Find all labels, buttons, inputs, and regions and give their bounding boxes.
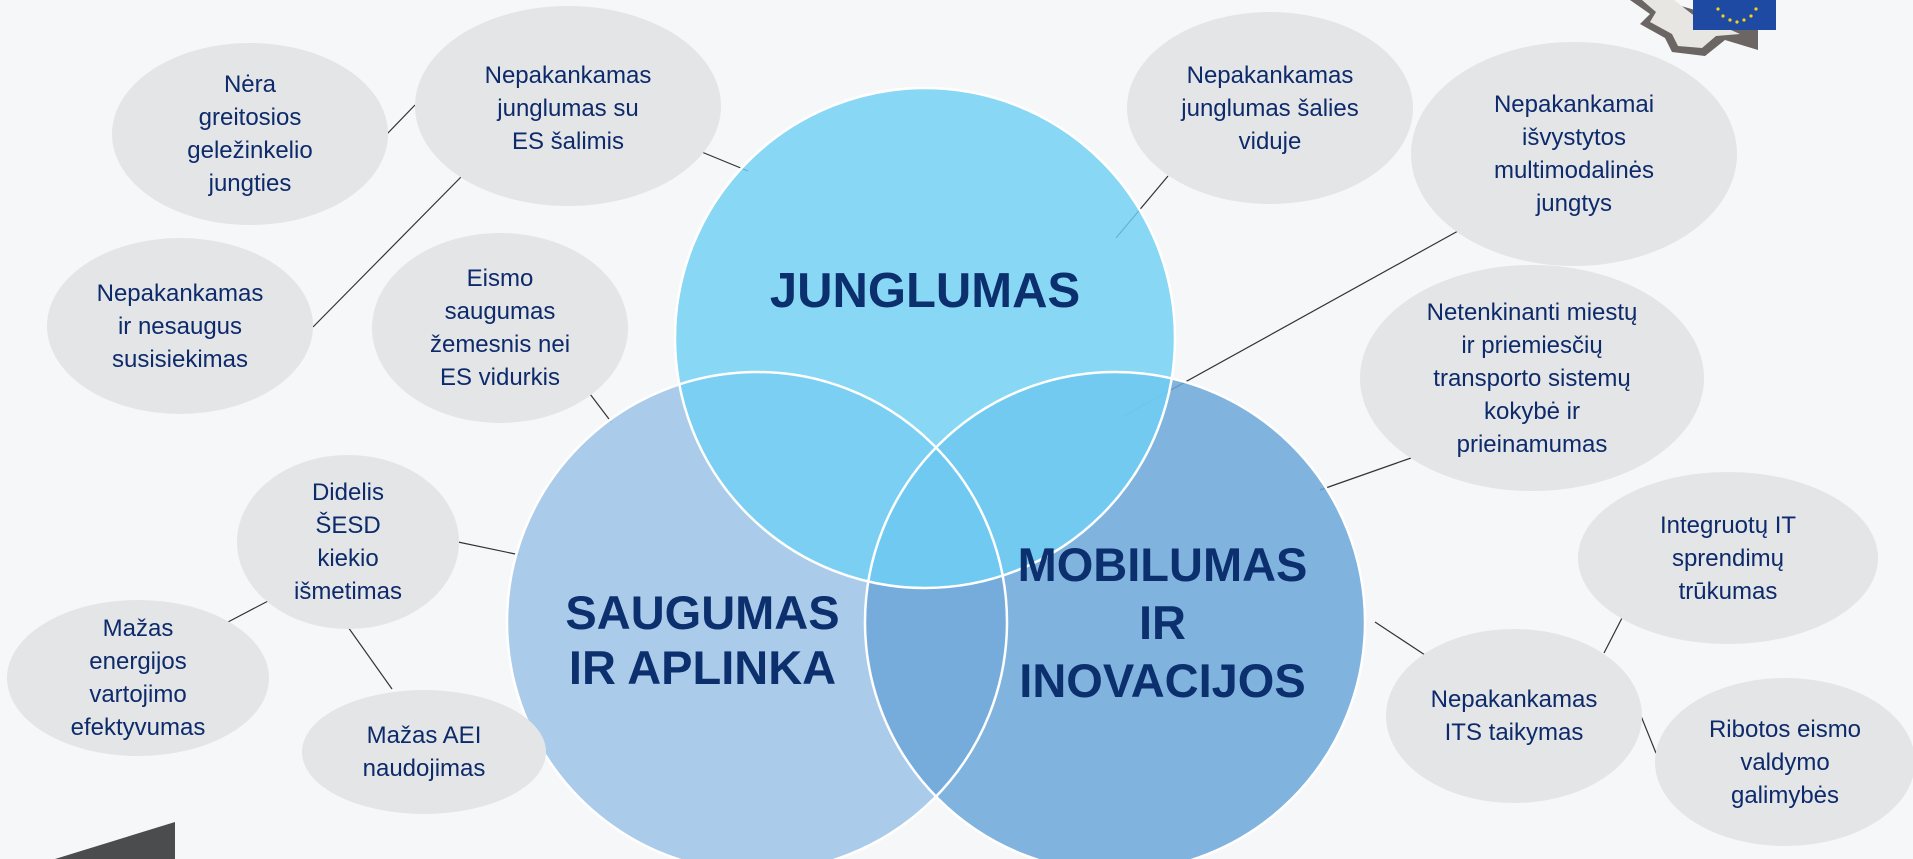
node-energijos: Mažas energijos vartojimo efektyvumas <box>70 615 206 741</box>
node-multimodalines: Nepakankamai išvystytos multimodalinės j… <box>1493 91 1655 217</box>
node-eismo-saugumas: Eismo saugumas žemesnis nei ES vidurkis <box>429 265 571 391</box>
node-aei: Mažas AEI naudojimas <box>362 722 486 782</box>
node-its-taikymas: Nepakankamas ITS taikymas <box>1430 686 1598 746</box>
node-it-sprendimu: Integruotų IT sprendimų trūkumas <box>1659 511 1797 605</box>
node-junglumas-es: Nepakankamas junglumas su ES šalimis <box>484 61 652 155</box>
node-miestu-sistemos: Netenkinanti miestų ir priemiesčių trans… <box>1426 298 1638 458</box>
title-junglumas: JUNGLUMAS <box>769 264 1081 318</box>
node-nera-greitosios: Nėra greitosios geležinkelio jungties <box>187 71 313 197</box>
venn-circles <box>505 86 1367 859</box>
circle-junglumas <box>675 88 1175 588</box>
problem-ellipses <box>7 6 1913 846</box>
corner-decoration <box>55 822 175 859</box>
node-junglumas-salies: Nepakankamas junglumas šalies viduje <box>1181 61 1359 155</box>
eu-logo-decoration <box>1630 0 1776 56</box>
node-sesd: Didelis ŠESD kiekio išmetimas <box>293 479 402 605</box>
node-eismo-valdymo: Ribotos eismo valdymo galimybės <box>1708 715 1862 809</box>
node-nesaugus-susisiekimas: Nepakankamas ir nesaugus susisiekimas <box>96 279 264 373</box>
title-saugumas: SAUGUMAS IR APLINKA <box>565 586 840 694</box>
title-mobilumas: MOBILUMAS IR INOVACIJOS <box>1017 537 1308 707</box>
